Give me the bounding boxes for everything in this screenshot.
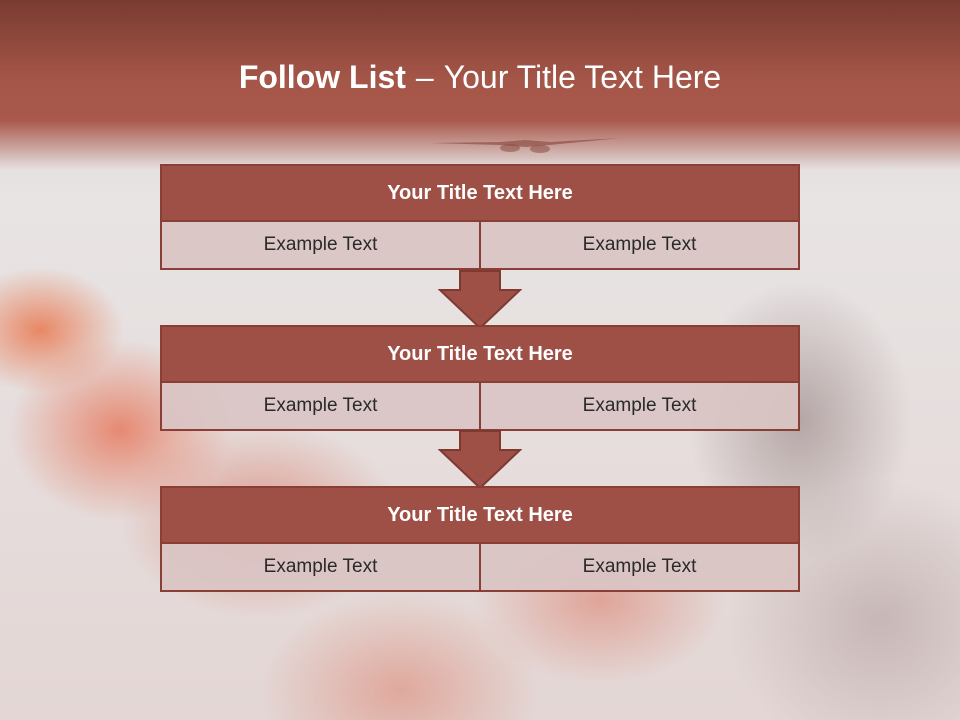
block-row: Example Text Example Text — [162, 383, 798, 429]
list-block-2: Your Title Text Here Example Text Exampl… — [160, 325, 800, 431]
block-cell-left: Example Text — [162, 222, 479, 268]
list-block-3: Your Title Text Here Example Text Exampl… — [160, 486, 800, 592]
block-cell-left: Example Text — [162, 383, 479, 429]
block-title: Your Title Text Here — [162, 327, 798, 383]
block-row: Example Text Example Text — [162, 222, 798, 268]
slide-title-separator: – — [415, 59, 434, 95]
block-cell-right: Example Text — [479, 383, 798, 429]
slide-title: Follow List–Your Title Text Here — [0, 55, 960, 99]
block-title: Your Title Text Here — [162, 166, 798, 222]
down-arrow-icon — [438, 270, 522, 330]
down-arrow-icon — [438, 430, 522, 490]
airplane-silhouette-icon — [430, 138, 620, 153]
slide-title-strong: Follow List — [238, 59, 406, 95]
block-cell-right: Example Text — [479, 222, 798, 268]
slide-title-rest: Your Title Text Here — [443, 59, 722, 95]
list-block-1: Your Title Text Here Example Text Exampl… — [160, 164, 800, 270]
block-cell-left: Example Text — [162, 544, 479, 590]
block-title: Your Title Text Here — [162, 488, 798, 544]
block-row: Example Text Example Text — [162, 544, 798, 590]
header-band — [0, 0, 960, 170]
block-cell-right: Example Text — [479, 544, 798, 590]
